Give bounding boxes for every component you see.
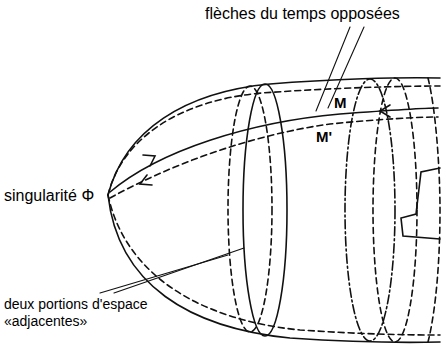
time-arrow [143, 155, 155, 166]
time-arrow [140, 175, 152, 185]
space-section [345, 79, 395, 341]
leader-line [114, 248, 244, 293]
world-line [110, 117, 438, 198]
annotation-text: flèches du temps opposées [205, 4, 400, 23]
space-section [228, 86, 272, 332]
point-label: M' [316, 128, 332, 146]
inner-surface [108, 195, 440, 335]
time-arrow [380, 105, 390, 117]
outer-surface [108, 195, 440, 342]
point-label: M [334, 94, 347, 112]
cutaway-notch [401, 168, 440, 239]
inner-surface [108, 86, 440, 195]
singularity-label: singularité Φ [4, 186, 94, 205]
annotation-text: deux portions d'espace «adjacentes» [4, 296, 154, 330]
world-line [110, 108, 438, 192]
